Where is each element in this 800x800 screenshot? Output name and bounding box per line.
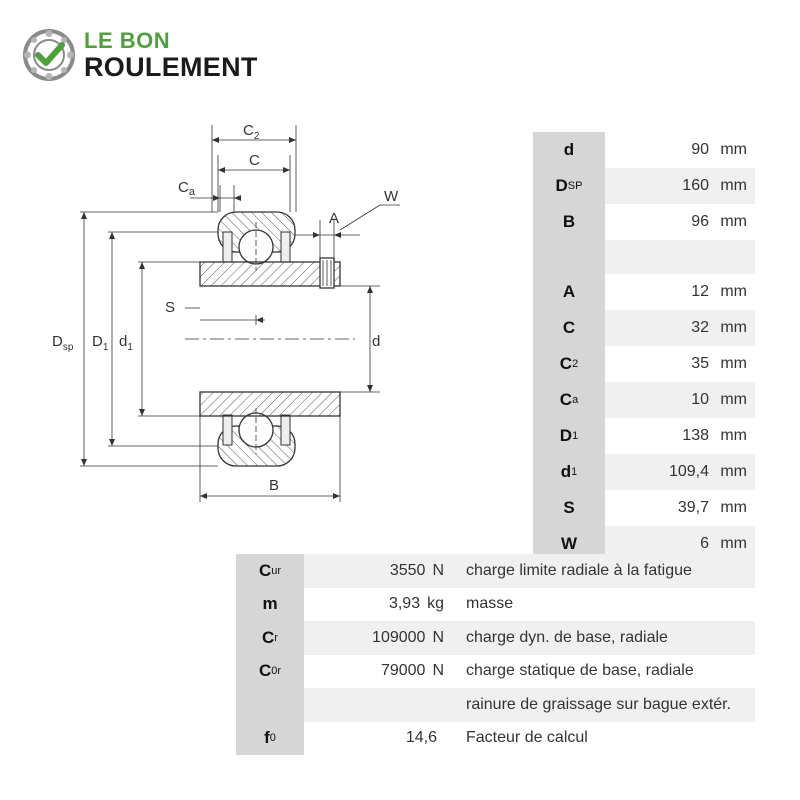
symbol-cell: B bbox=[533, 204, 605, 240]
label-s: S bbox=[165, 299, 175, 316]
symbol-cell bbox=[236, 688, 304, 722]
label-d1-upper: D1 bbox=[92, 333, 109, 353]
unit-cell: mm bbox=[720, 463, 747, 480]
label-d: d bbox=[372, 333, 380, 350]
table-row: C 32 mm bbox=[533, 310, 755, 346]
unit-cell: mm bbox=[720, 141, 747, 158]
value-cell: 138 bbox=[682, 427, 709, 444]
table-row: m 3,93 kg masse bbox=[236, 587, 755, 621]
value-cell: 160 bbox=[682, 177, 709, 194]
value-cell: 79000 bbox=[380, 662, 426, 680]
description-cell: charge dyn. de base, radiale bbox=[454, 621, 755, 655]
table-row-spacer bbox=[533, 240, 755, 274]
value-cell: 6 bbox=[700, 535, 709, 552]
symbol-cell: C bbox=[533, 310, 605, 346]
logo: LE BON ROULEMENT bbox=[22, 28, 302, 84]
symbol-cell: m bbox=[236, 587, 304, 621]
unit-cell: mm bbox=[720, 177, 747, 194]
unit-cell: N bbox=[432, 662, 444, 680]
description-cell: Facteur de calcul bbox=[454, 721, 755, 755]
bearing-cross-section-drawing: C2 C Ca W A S Dsp D1 d1 d B bbox=[52, 122, 400, 502]
table-row: d 90 mm bbox=[533, 132, 755, 168]
unit-cell: mm bbox=[720, 499, 747, 516]
label-dsp: Dsp bbox=[52, 333, 74, 353]
logo-line-2: ROULEMENT bbox=[84, 52, 258, 82]
label-b: B bbox=[269, 477, 279, 494]
inner-ring-top bbox=[199, 261, 341, 287]
symbol-cell: S bbox=[533, 490, 605, 526]
value-cell: 3,93 bbox=[388, 595, 421, 613]
description-cell: charge limite radiale à la fatigue bbox=[454, 554, 755, 588]
symbol-cell: A bbox=[533, 274, 605, 310]
description-cell: rainure de graissage sur bague extér. bbox=[454, 688, 755, 722]
label-a: A bbox=[329, 210, 339, 227]
unit-cell: mm bbox=[720, 213, 747, 230]
unit-cell: mm bbox=[720, 535, 747, 552]
value-cell: 14,6 bbox=[405, 729, 437, 747]
label-c: C bbox=[249, 152, 260, 169]
unit-cell: mm bbox=[720, 319, 747, 336]
unit-cell: N bbox=[432, 561, 444, 579]
table-row: rainure de graissage sur bague extér. bbox=[236, 688, 755, 722]
unit-cell: N bbox=[432, 628, 444, 646]
unit-cell: kg bbox=[427, 595, 444, 613]
value-cell: 35 bbox=[691, 355, 709, 372]
value-cell: 96 bbox=[691, 213, 709, 230]
logo-line-1: LE BON bbox=[84, 28, 171, 53]
description-cell: charge statique de base, radiale bbox=[454, 654, 755, 688]
value-cell: 90 bbox=[691, 141, 709, 158]
unit-cell: mm bbox=[720, 391, 747, 408]
value-cell: 109000 bbox=[372, 628, 426, 646]
label-ca: Ca bbox=[178, 179, 196, 198]
description-cell: masse bbox=[454, 587, 755, 621]
value-cell: 39,7 bbox=[677, 499, 709, 516]
value-cell: 32 bbox=[691, 319, 709, 336]
bearing-check-logo-icon bbox=[23, 29, 75, 81]
table-row: A 12 mm bbox=[533, 274, 755, 310]
value-cell: 12 bbox=[691, 283, 709, 300]
table-row: S 39,7 mm bbox=[533, 490, 755, 526]
unit-cell: mm bbox=[720, 427, 747, 444]
symbol-cell: d bbox=[533, 132, 605, 168]
value-cell: 10 bbox=[691, 391, 709, 408]
unit-cell: mm bbox=[720, 355, 747, 372]
inner-ring-bottom bbox=[199, 391, 341, 417]
table-row: B 96 mm bbox=[533, 204, 755, 240]
label-c2: C2 bbox=[243, 122, 260, 142]
value-cell: 109,4 bbox=[668, 463, 709, 480]
label-w: W bbox=[384, 188, 399, 205]
label-d1-lower: d1 bbox=[119, 333, 133, 353]
unit-cell: mm bbox=[720, 283, 747, 300]
value-cell: 3550 bbox=[389, 561, 426, 579]
